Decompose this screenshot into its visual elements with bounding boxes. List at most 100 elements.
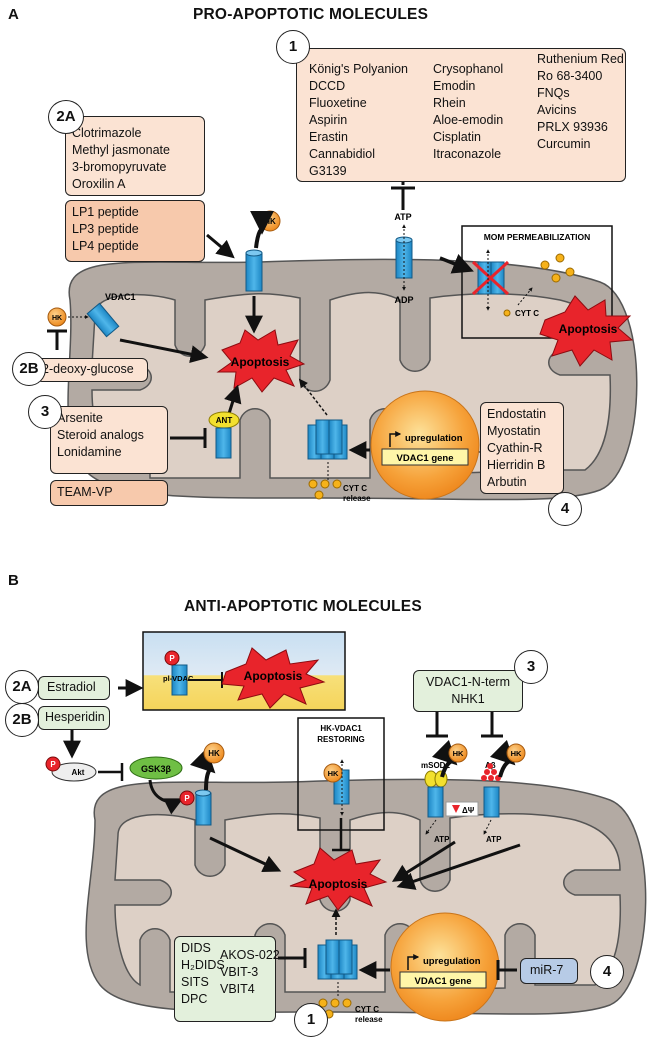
hk-icon (47, 307, 67, 327)
gsk3b-protein (129, 756, 183, 780)
cytochrome-c-release-a (308, 479, 342, 500)
p-label-1: P (169, 654, 175, 663)
apoptosis-label-b: Apoptosis (309, 877, 368, 891)
peptides-box: LP1 peptide LP3 peptide LP4 peptide (65, 200, 205, 262)
vdac-oligomer-b (317, 939, 358, 980)
vdac-channel-hk-a (245, 249, 263, 292)
group-2a-number-b: 2A (5, 670, 39, 704)
group-4-number-a: 4 (548, 492, 582, 526)
hk-label-b1: HK (208, 749, 220, 758)
dpsi-label: ΔΨ (462, 806, 475, 815)
molecule: Cannabidiol (309, 147, 376, 161)
hk-icon (448, 743, 468, 763)
group-1-box-b: DIDS H₂DIDS SITS DPC AKOS-022 VBIT-3 VBI… (174, 936, 280, 1022)
molecule: Cyathin-R (487, 441, 543, 455)
molecule: 3-bromopyruvate (72, 160, 167, 174)
group-2a-number-a: 2A (48, 100, 84, 134)
nucleus-orb-b (390, 912, 500, 1022)
group-3-number-b: 3 (514, 650, 548, 684)
atp-label-a: ATP (394, 212, 411, 222)
molecule: DCCD (309, 79, 346, 93)
phospho-icon (164, 650, 180, 666)
molecule: Fluoxetine (309, 96, 367, 110)
molecule: Aspirin (309, 113, 348, 127)
molecule: H₂DIDS (181, 958, 225, 972)
hk-label-b4: HK (511, 749, 522, 758)
apoptosis-label-mom: Apoptosis (559, 322, 618, 336)
hk-label-a2: HK (52, 315, 62, 322)
peptide: LP4 peptide (72, 239, 139, 253)
vdac-channel-abeta (483, 786, 500, 818)
group-2b-number-a: 2B (12, 352, 46, 386)
molecule: VBIT4 (220, 982, 255, 996)
peptide: LP3 peptide (72, 222, 139, 236)
molecule: Myostatin (487, 424, 541, 438)
vdac1-channel-a (86, 302, 120, 338)
group-1-col-3: Ruthenium Red Ro 68-3400 FNQs Avicins PR… (537, 51, 624, 153)
apoptosis-label-inset: Apoptosis (244, 669, 303, 683)
vdac-channel-msod1 (427, 786, 444, 818)
akt-protein (51, 762, 97, 782)
group-1-b-col-2: AKOS-022 VBIT-3 VBIT4 (220, 947, 280, 998)
molecule: AKOS-022 (220, 948, 280, 962)
apoptosis-burst-a (216, 329, 306, 393)
oligomer-channel-a (471, 260, 510, 296)
group-2a-box-a: Clotrimazole Methyl jasmonate 3-bromopyr… (65, 116, 205, 196)
hk-icon (203, 742, 225, 764)
group-2b-box-a: 2-deoxy-glucose (36, 358, 148, 382)
molecule: Curcumin (537, 137, 591, 151)
molecule: SITS (181, 975, 209, 989)
molecule: Clotrimazole (72, 126, 142, 140)
group-1-number-a: 1 (276, 30, 310, 64)
molecule: Ruthenium Red (537, 52, 624, 66)
group-1-col-1: König's Polyanion DCCD Fluoxetine Aspiri… (309, 61, 408, 180)
molecule: Erastin (309, 130, 348, 144)
p-label-2: P (50, 760, 56, 769)
molecule: VBIT-3 (220, 965, 259, 979)
panel-a-title: PRO-APOPTOTIC MOLECULES (193, 6, 429, 23)
molecule: Endostatin (487, 407, 547, 421)
vdac-oligomer-a (307, 419, 348, 460)
mom-label: MOM PERMEABILIZATION (484, 232, 591, 242)
akt-label: Akt (72, 768, 85, 777)
phospho-icon (45, 756, 61, 772)
molecule: miR-7 (530, 963, 564, 977)
group-4-box-a: Endostatin Myostatin Cyathin-R Hierridin… (480, 402, 564, 494)
apoptosis-burst-inset (221, 647, 326, 709)
abeta-aggregate (481, 763, 501, 781)
molecule: G3139 (309, 164, 347, 178)
molecule: DPC (181, 992, 208, 1006)
mir7-box: miR-7 (520, 958, 578, 984)
panel-b-title: ANTI-APOPTOTIC MOLECULES (184, 598, 422, 615)
peptide: LP1 peptide (72, 205, 139, 219)
atp-label-b2: ATP (486, 835, 502, 844)
adp-label-a: ADP (394, 295, 413, 305)
vdac1-gene-label-b: VDAC1 gene (414, 976, 471, 987)
restoring-label-2: RESTORING (317, 735, 364, 744)
group-3-number-a: 3 (28, 395, 62, 429)
hk-icon (506, 743, 526, 763)
cytc-release-b-2: release (355, 1015, 383, 1024)
molecule: Estradiol (47, 680, 96, 694)
molecule: Emodin (433, 79, 476, 93)
molecule: Lonidamine (57, 445, 122, 459)
cytc-release-b-1: CYT C (355, 1005, 379, 1014)
molecule: Hierridin B (487, 458, 546, 472)
group-3-box-a: Arsenite Steroid analogs Lonidamine (50, 406, 168, 474)
mom-permeabilization-box (461, 225, 613, 339)
molecule: Arsenite (57, 411, 103, 425)
molecule: 2-deoxy-glucose (42, 362, 134, 376)
hk-label-b3: HK (453, 749, 464, 758)
molecule: Avicins (537, 103, 577, 117)
apoptosis-burst-mom (539, 295, 634, 367)
molecule: Arbutin (487, 475, 527, 489)
molecule: DIDS (181, 941, 211, 955)
molecule: NHK1 (451, 692, 485, 706)
cytc-release-a-1: CYT C (343, 484, 367, 493)
pl-vdac-label: pl-VDAC (163, 674, 194, 683)
restoring-label-1: HK-VDAC1 (320, 724, 362, 733)
group-2b-number-b: 2B (5, 703, 39, 737)
gsk3b-label: GSK3β (141, 764, 172, 774)
vdac1-gene-label-a: VDAC1 gene (396, 453, 453, 464)
estradiol-box: Estradiol (38, 676, 110, 700)
